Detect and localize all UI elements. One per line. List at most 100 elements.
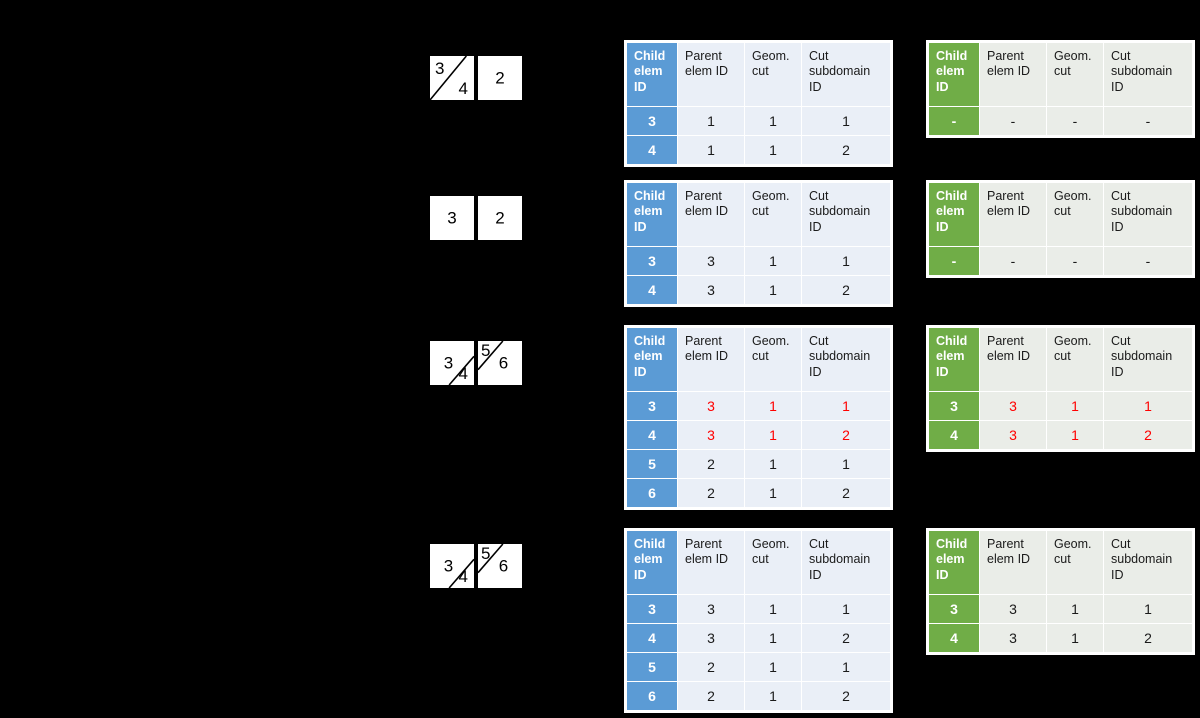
column-header-child-elem-id: Child elem ID xyxy=(627,43,677,106)
plain-element-right: 2 xyxy=(477,195,523,241)
cell-parent-elem-id: 1 xyxy=(678,107,744,135)
cell-parent-elem-id: 3 xyxy=(678,276,744,304)
element-id-label: 5 xyxy=(481,544,491,563)
cell-geom-cut: 1 xyxy=(745,136,801,164)
column-header-geom-cut: Geom. cut xyxy=(1047,328,1103,391)
diagonal-cut-line xyxy=(430,341,474,385)
column-header-parent-elem-id: Parent elem ID xyxy=(678,531,744,594)
element-id-label: 4 xyxy=(458,79,468,98)
cell-cut-subdomain-id: 1 xyxy=(1104,392,1192,420)
cell-parent-elem-id: - xyxy=(980,107,1046,135)
column-header-geom-cut: Geom. cut xyxy=(1047,43,1103,106)
cell-geom-cut: 1 xyxy=(745,392,801,420)
diagonal-cut-line xyxy=(478,544,522,588)
diagonal-cut-line xyxy=(478,341,522,385)
column-header-cut-subdomain-id: Cut subdomain ID xyxy=(1104,43,1192,106)
cell-geom-cut: 1 xyxy=(745,624,801,652)
column-header-child-elem-id: Child elem ID xyxy=(627,183,677,246)
cell-cut-subdomain-id: 2 xyxy=(802,421,890,449)
cell-cut-subdomain-id: 2 xyxy=(802,136,890,164)
cell-child-elem-id: 3 xyxy=(627,247,677,275)
column-header-parent-elem-id: Parent elem ID xyxy=(980,531,1046,594)
cell-parent-elem-id: 2 xyxy=(678,682,744,710)
cell-child-elem-id: 3 xyxy=(929,595,979,623)
cell-child-elem-id: - xyxy=(929,247,979,275)
cell-child-elem-id: 6 xyxy=(627,682,677,710)
cell-parent-elem-id: 3 xyxy=(980,421,1046,449)
cell-cut-subdomain-id: 2 xyxy=(1104,624,1192,652)
cell-parent-elem-id: 3 xyxy=(678,247,744,275)
cell-geom-cut: 1 xyxy=(745,107,801,135)
column-header-cut-subdomain-id: Cut subdomain ID xyxy=(802,43,890,106)
cell-geom-cut: 1 xyxy=(1047,421,1103,449)
cell-cut-subdomain-id: 1 xyxy=(802,595,890,623)
cell-parent-elem-id: 2 xyxy=(678,653,744,681)
column-header-geom-cut: Geom. cut xyxy=(745,328,801,391)
cell-child-elem-id: 3 xyxy=(929,392,979,420)
cell-child-elem-id: 4 xyxy=(929,421,979,449)
cell-cut-subdomain-id: 1 xyxy=(802,392,890,420)
column-header-child-elem-id: Child elem ID xyxy=(627,531,677,594)
cell-cut-subdomain-id: 1 xyxy=(802,653,890,681)
element-id-label: 6 xyxy=(498,353,509,373)
plain-element-left: 3 xyxy=(429,195,475,241)
column-header-cut-subdomain-id: Cut subdomain ID xyxy=(802,183,890,246)
cell-geom-cut: 1 xyxy=(745,595,801,623)
cell-parent-elem-id: 3 xyxy=(678,392,744,420)
column-header-geom-cut: Geom. cut xyxy=(1047,531,1103,594)
cell-cut-subdomain-id: 2 xyxy=(802,624,890,652)
plain-element-right: 2 xyxy=(477,55,523,101)
column-header-child-elem-id: Child elem ID xyxy=(627,328,677,391)
cell-geom-cut: 1 xyxy=(745,682,801,710)
cell-child-elem-id: 4 xyxy=(627,624,677,652)
cell-geom-cut: 1 xyxy=(745,653,801,681)
column-header-child-elem-id: Child elem ID xyxy=(929,43,979,106)
cell-geom-cut: 1 xyxy=(745,276,801,304)
cell-child-elem-id: 3 xyxy=(627,595,677,623)
column-header-cut-subdomain-id: Cut subdomain ID xyxy=(1104,328,1192,391)
cell-child-elem-id: 5 xyxy=(627,450,677,478)
column-header-cut-subdomain-id: Cut subdomain ID xyxy=(802,531,890,594)
element-id-label: 3 xyxy=(447,208,457,228)
cell-cut-subdomain-id: 1 xyxy=(802,107,890,135)
cell-cut-subdomain-id: 2 xyxy=(802,276,890,304)
cell-geom-cut: - xyxy=(1047,247,1103,275)
element-id-label: 5 xyxy=(481,341,491,360)
cell-cut-subdomain-id: 2 xyxy=(802,479,890,507)
cell-cut-subdomain-id: 1 xyxy=(802,450,890,478)
cell-child-elem-id: - xyxy=(929,107,979,135)
column-header-geom-cut: Geom. cut xyxy=(745,531,801,594)
cell-geom-cut: 1 xyxy=(745,247,801,275)
cell-parent-elem-id: 3 xyxy=(980,392,1046,420)
column-header-geom-cut: Geom. cut xyxy=(745,183,801,246)
